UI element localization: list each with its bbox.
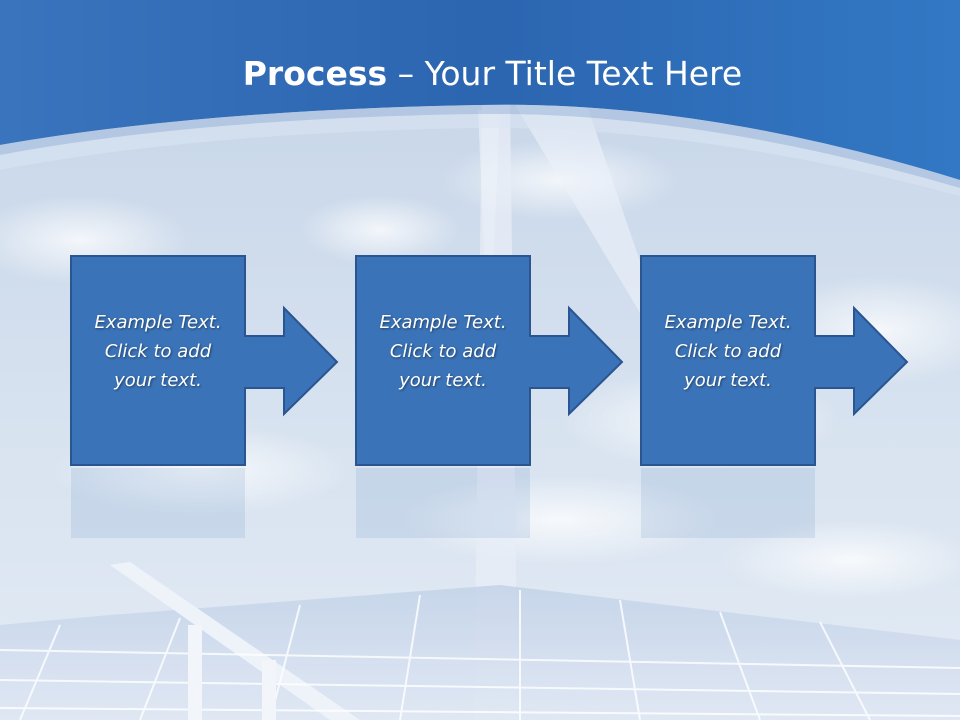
process-step-1[interactable]: Example Text. Click to add your text.: [70, 255, 391, 546]
step-text-line2: Click to add: [674, 341, 782, 362]
header-band: [0, 0, 960, 180]
process-step-3[interactable]: Example Text. Click to add your text.: [640, 255, 941, 546]
title-strong: Process: [242, 54, 388, 93]
step-text: Example Text. Click to add your text.: [356, 308, 530, 395]
step-text-line3: your text.: [684, 370, 772, 391]
step-text-line3: your text.: [114, 370, 202, 391]
step-arrow-shape: [355, 255, 624, 538]
step-text-line1: Example Text.: [664, 312, 792, 333]
step-arrow-shape: [70, 255, 339, 538]
step-arrow-shape: [640, 255, 909, 538]
step-text: Example Text. Click to add your text.: [71, 308, 245, 395]
step-text-line2: Click to add: [104, 341, 212, 362]
header-curve-highlight: [0, 104, 960, 188]
step-text: Example Text. Click to add your text.: [641, 308, 815, 395]
step-text-line2: Click to add: [389, 341, 497, 362]
solar-panels: [0, 562, 960, 720]
step-text-line1: Example Text.: [379, 312, 507, 333]
step-text-line1: Example Text.: [94, 312, 222, 333]
step-text-line3: your text.: [399, 370, 487, 391]
slide-title[interactable]: Process – Your Title Text Here: [0, 52, 960, 96]
title-separator: –: [387, 54, 425, 93]
title-light: Your Title Text Here: [424, 54, 743, 93]
process-step-2[interactable]: Example Text. Click to add your text.: [355, 255, 676, 546]
